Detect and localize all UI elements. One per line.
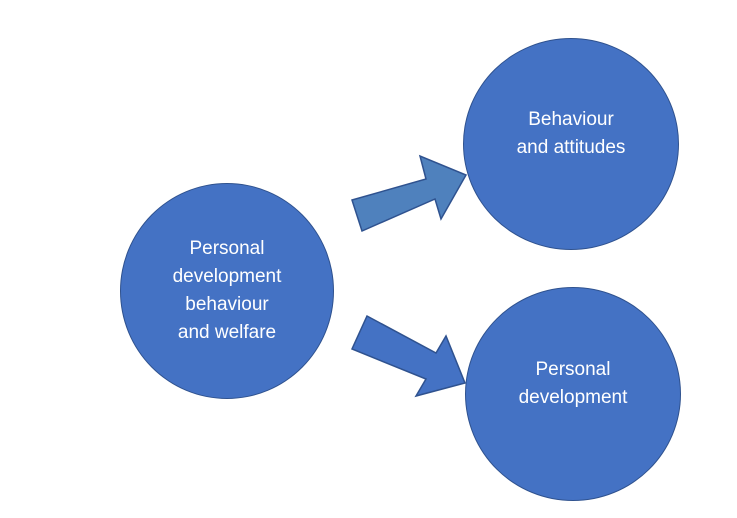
node-label: Personal development behaviour and welfa… — [172, 238, 282, 343]
node-personal-development-behaviour-welfare: Personal development behaviour and welfa… — [120, 183, 334, 399]
arrow-to-personal-development — [350, 314, 467, 398]
node-label: Behaviour and attitudes — [516, 109, 626, 158]
node-label: Personal development — [518, 359, 628, 408]
arrow-to-behaviour-and-attitudes — [351, 154, 468, 233]
node-personal-development: Personal development — [465, 287, 681, 501]
node-behaviour-and-attitudes: Behaviour and attitudes — [463, 38, 679, 250]
